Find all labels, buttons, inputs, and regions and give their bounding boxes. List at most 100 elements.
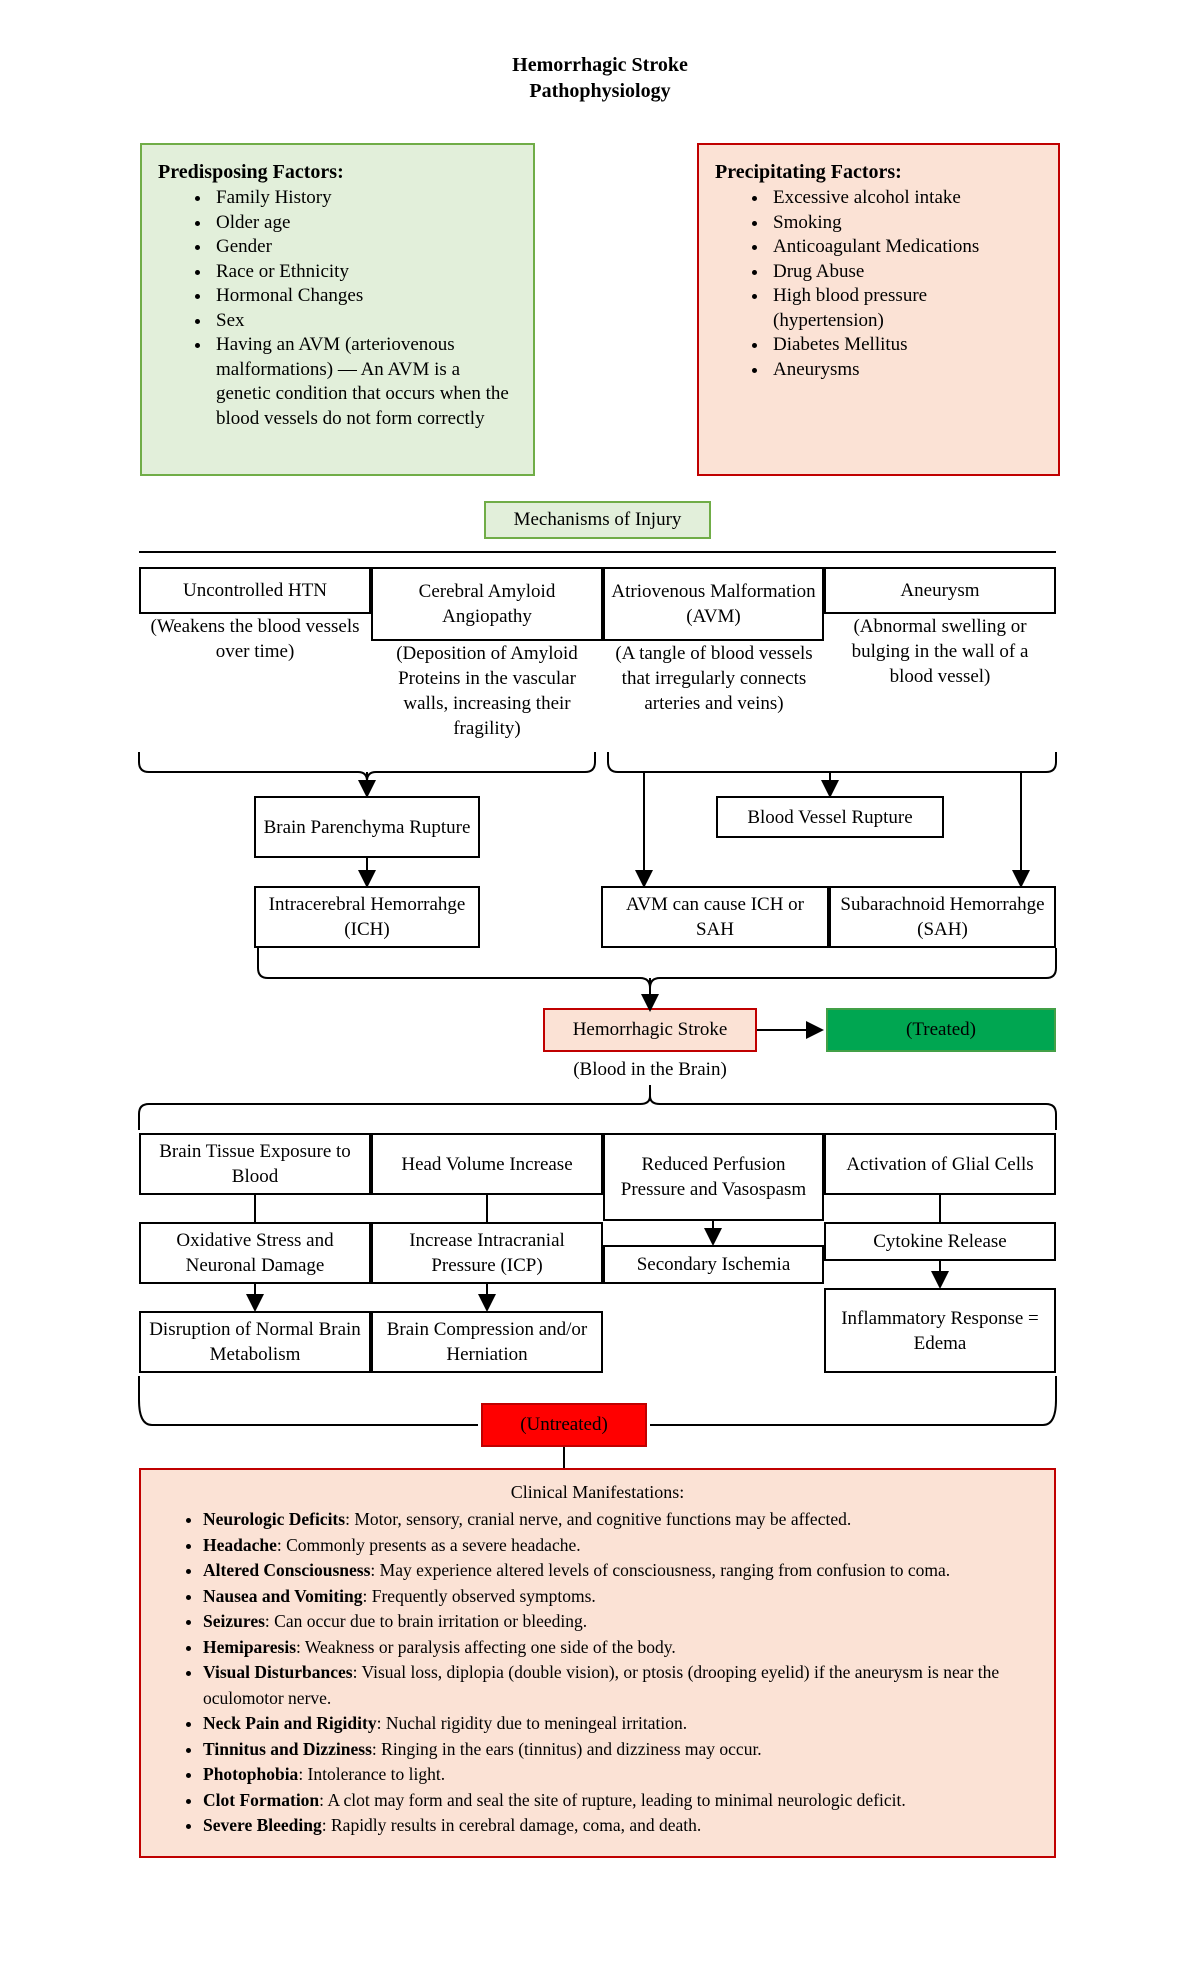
clinical-text: : Motor, sensory, cranial nerve, and cog… xyxy=(345,1509,852,1529)
bracket-untreated-right xyxy=(650,1376,1057,1426)
list-item: Severe Bleeding: Rapidly results in cere… xyxy=(203,1813,1036,1839)
box-label: Inflammatory Response = Edema xyxy=(841,1307,1039,1354)
list-item: Nausea and Vomiting: Frequently observed… xyxy=(203,1584,1036,1610)
box-label: Intracerebral Hemorrahge (ICH) xyxy=(268,894,466,940)
bracket-untreated-left xyxy=(138,1376,478,1426)
clinical-term: Nausea and Vomiting xyxy=(203,1585,363,1606)
caption-blood-in-the-brain: (Blood in the Brain) xyxy=(543,1057,757,1082)
clinical-term: Clot Formation xyxy=(203,1789,320,1810)
complication-reduced-perfusion-pressure: Reduced Perfusion Pressure and Vasospasm xyxy=(603,1133,824,1221)
clinical-term: Seizures xyxy=(203,1611,265,1631)
box-treated: (Treated) xyxy=(826,1008,1056,1052)
clinical-text: : Commonly presents as a severe headache… xyxy=(276,1534,581,1555)
list-item: Headache: Commonly presents as a severe … xyxy=(203,1533,1036,1559)
list-item: Hormonal Changes xyxy=(212,284,517,309)
complication-brain-tissue-exposure: Brain Tissue Exposure to Blood xyxy=(139,1133,371,1195)
list-item: Neurologic Deficits: Motor, sensory, cra… xyxy=(203,1507,1036,1533)
mechanisms-of-injury-header: Mechanisms of Injury xyxy=(484,501,711,539)
mechanism-title: Uncontrolled HTN xyxy=(182,580,328,601)
list-item: Hemiparesis: Weakness or paralysis affec… xyxy=(203,1635,1036,1661)
caption-text: (Weakens the blood vessels over time) xyxy=(150,616,360,662)
list-item: Tinnitus and Dizziness: Ringing in the e… xyxy=(203,1737,1036,1763)
list-item: Aneurysms xyxy=(769,358,1042,383)
page-title: Hemorrhagic Stroke Pathophysiology xyxy=(0,52,1200,104)
clinical-heading: Clinical Manifestations: xyxy=(510,1482,685,1502)
precipitating-list: Excessive alcohol intake Smoking Anticoa… xyxy=(715,186,1042,382)
complication-head-volume-increase: Head Volume Increase xyxy=(371,1133,603,1195)
caption-text: (Blood in the Brain) xyxy=(573,1059,727,1080)
mechanism-caption-cerebral-amyloid-angiopathy: (Deposition of Amyloid Proteins in the v… xyxy=(377,641,597,741)
box-hemorrhagic-stroke: Hemorrhagic Stroke xyxy=(543,1008,757,1052)
list-item: Gender xyxy=(212,235,517,260)
clinical-list: Neurologic Deficits: Motor, sensory, cra… xyxy=(159,1507,1036,1839)
bracket-left-group-right xyxy=(366,752,596,782)
clinical-term: Headache xyxy=(203,1534,277,1555)
complication-inflammatory-response-edema: Inflammatory Response = Edema xyxy=(824,1288,1056,1373)
box-label: Brain Parenchyma Rupture xyxy=(263,816,471,838)
box-untreated: (Untreated) xyxy=(481,1403,647,1447)
box-label: Brain Compression and/or Herniation xyxy=(386,1319,588,1365)
list-item: Diabetes Mellitus xyxy=(769,333,1042,358)
mechanism-caption-aneurysm: (Abnormal swelling or bulging in the wal… xyxy=(830,614,1050,689)
predisposing-heading: Predisposing Factors: xyxy=(158,161,344,183)
precipitating-heading: Precipitating Factors: xyxy=(715,161,902,183)
complication-brain-compression: Brain Compression and/or Herniation xyxy=(371,1311,603,1373)
bracket-left-group xyxy=(138,752,368,791)
clinical-text: : Visual loss, diplopia (double vision),… xyxy=(203,1662,1000,1708)
box-label: Hemorrhagic Stroke xyxy=(572,1019,728,1040)
box-label: Secondary Ischemia xyxy=(636,1254,791,1275)
clinical-text: : Rapidly results in cerebral damage, co… xyxy=(321,1815,702,1835)
list-item: Older age xyxy=(212,211,517,236)
box-intracerebral-hemorrhage: Intracerebral Hemorrahge (ICH) xyxy=(254,886,480,948)
box-avm-can-cause: AVM can cause ICH or SAH xyxy=(601,886,829,948)
box-blood-vessel-rupture: Blood Vessel Rupture xyxy=(716,796,944,838)
title-line-2: Pathophysiology xyxy=(529,80,671,102)
box-label: AVM can cause ICH or SAH xyxy=(626,894,804,940)
predisposing-list: Family History Older age Gender Race or … xyxy=(158,186,517,431)
clinical-text: : Weakness or paralysis affecting one si… xyxy=(296,1636,676,1657)
clinical-term: Tinnitus and Dizziness xyxy=(203,1738,372,1759)
list-item: Neck Pain and Rigidity: Nuchal rigidity … xyxy=(203,1711,1036,1737)
complication-increase-icp: Increase Intracranial Pressure (ICP) xyxy=(371,1222,603,1284)
complication-cytokine-release: Cytokine Release xyxy=(824,1222,1056,1261)
list-item: Sex xyxy=(212,309,517,334)
clinical-text: : Intolerance to light. xyxy=(298,1764,446,1784)
clinical-text: : Ringing in the ears (tinnitus) and diz… xyxy=(371,1738,762,1759)
bracket-complications-right xyxy=(649,1095,1057,1130)
clinical-manifestations-box: Clinical Manifestations: Neurologic Defi… xyxy=(139,1468,1056,1858)
clinical-term: Neck Pain and Rigidity xyxy=(203,1713,377,1733)
bracket-to-hemorrhagic-stroke-left xyxy=(257,948,651,1005)
box-label: Reduced Perfusion Pressure and Vasospasm xyxy=(620,1154,807,1200)
bracket-complications-left xyxy=(138,1095,651,1130)
box-label: (Treated) xyxy=(906,1019,976,1040)
mechanism-title: Aneurysm xyxy=(900,580,980,601)
list-item: Altered Consciousness: May experience al… xyxy=(203,1558,1036,1584)
mechanism-box-avm: Atriovenous Malformation (AVM) xyxy=(603,567,824,641)
mechanism-title: Cerebral Amyloid Angiopathy xyxy=(418,581,556,627)
clinical-term: Altered Consciousness xyxy=(203,1560,371,1580)
clinical-term: Severe Bleeding xyxy=(203,1815,322,1835)
mechanism-box-cerebral-amyloid-angiopathy: Cerebral Amyloid Angiopathy xyxy=(371,567,603,641)
caption-text: (Deposition of Amyloid Proteins in the v… xyxy=(396,643,578,739)
box-subarachnoid-hemorrhage: Subarachnoid Hemorrahge (SAH) xyxy=(829,886,1056,948)
list-item: Anticoagulant Medications xyxy=(769,235,1042,260)
clinical-term: Visual Disturbances xyxy=(203,1662,353,1682)
box-label: Increase Intracranial Pressure (ICP) xyxy=(409,1230,565,1276)
box-label: Oxidative Stress and Neuronal Damage xyxy=(176,1230,334,1276)
clinical-term: Neurologic Deficits xyxy=(203,1509,346,1529)
caption-text: (A tangle of blood vessels that irregula… xyxy=(615,643,813,714)
list-item: Family History xyxy=(212,186,517,211)
box-label: Head Volume Increase xyxy=(401,1153,573,1175)
mechanism-box-aneurysm: Aneurysm xyxy=(824,567,1056,614)
clinical-text: : May experience altered levels of consc… xyxy=(370,1560,951,1580)
clinical-term: Photophobia xyxy=(203,1764,299,1784)
list-item: Smoking xyxy=(769,211,1042,236)
predisposing-factors-box: Predisposing Factors: Family History Old… xyxy=(140,143,535,476)
mechanism-box-uncontrolled-htn: Uncontrolled HTN xyxy=(139,567,371,614)
clinical-text: : Can occur due to brain irritation or b… xyxy=(264,1611,588,1631)
complication-disruption-brain-metabolism: Disruption of Normal Brain Metabolism xyxy=(139,1311,371,1373)
bracket-right-group xyxy=(607,752,1057,773)
caption-text: (Abnormal swelling or bulging in the wal… xyxy=(851,616,1029,687)
title-line-1: Hemorrhagic Stroke xyxy=(512,54,688,76)
